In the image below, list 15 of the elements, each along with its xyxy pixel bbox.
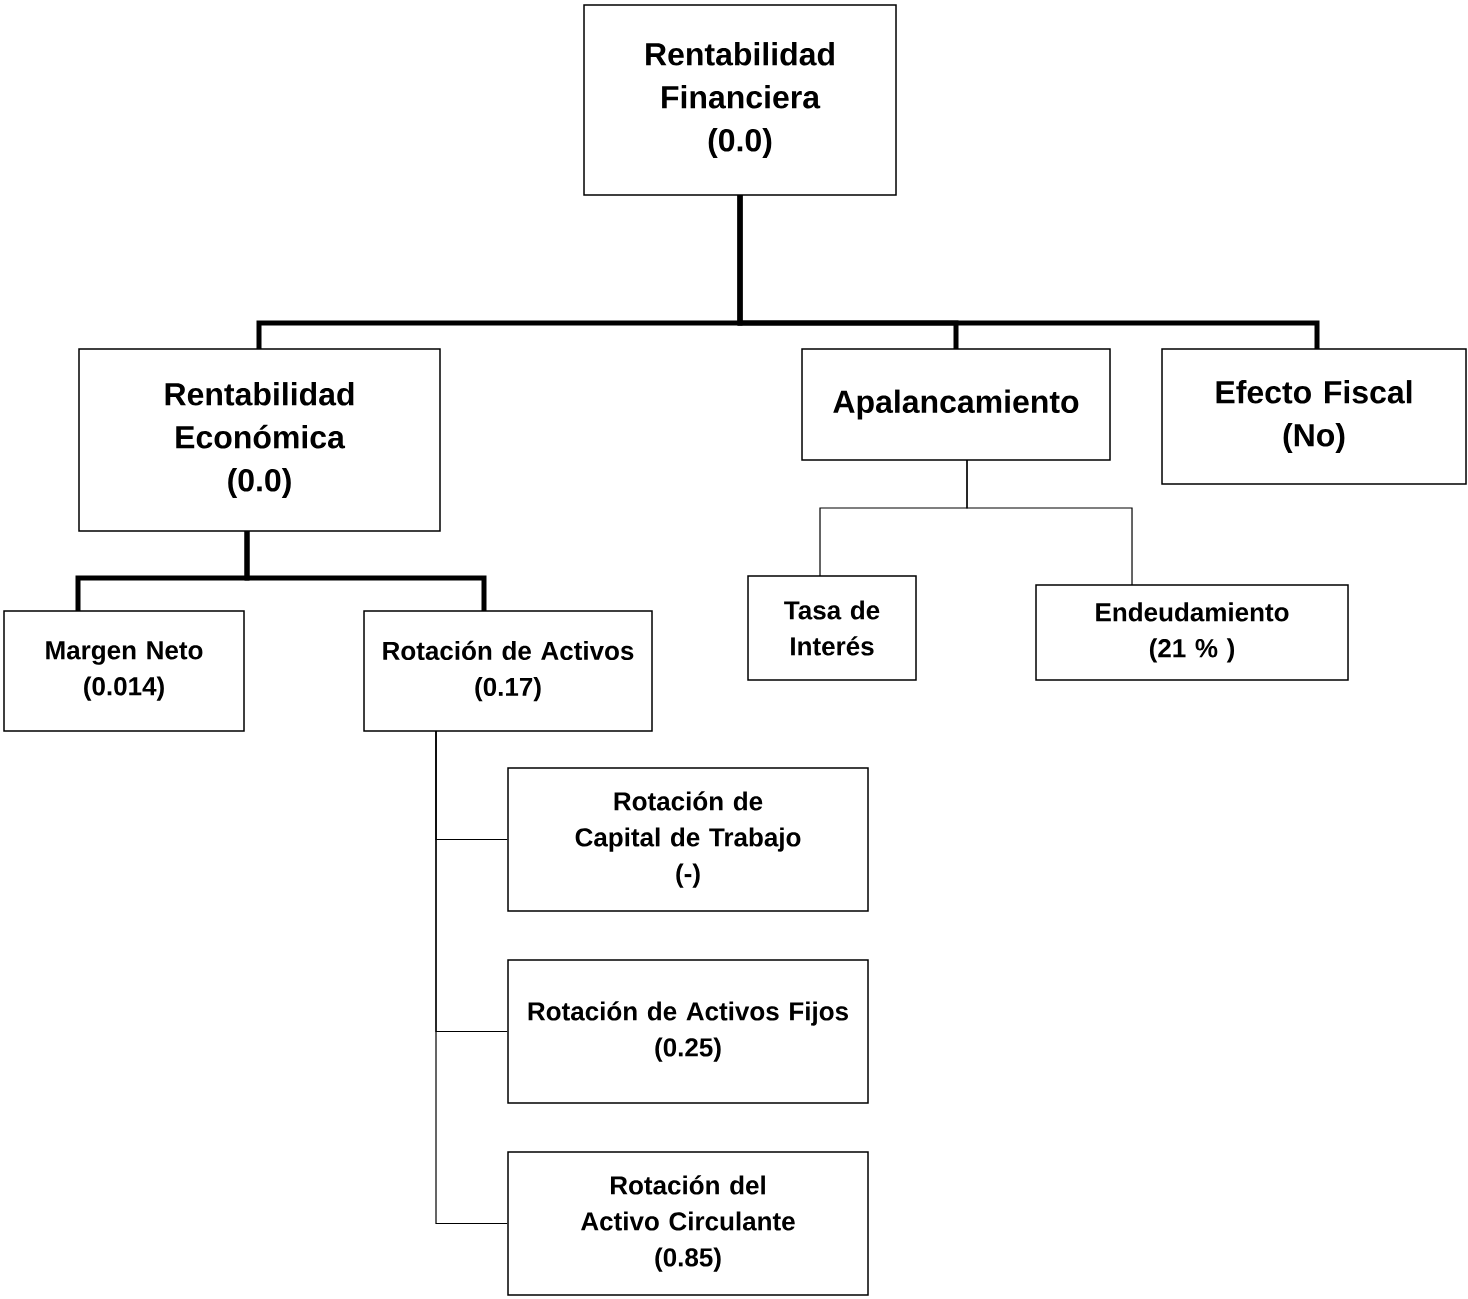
box: Efecto Fiscal (No) — [1161, 348, 1467, 485]
box: Rotación de Capital de Trabajo (-) — [507, 767, 869, 912]
box: Rentabilidad Económica (0.0) — [78, 348, 441, 532]
box: Margen Neto (0.014) — [3, 610, 245, 732]
connector-line — [435, 730, 508, 1225]
box: Rotación del Activo Circulante (0.85) — [507, 1151, 869, 1296]
box: Apalancamiento — [801, 348, 1111, 461]
box: Tasa de Interés — [747, 575, 917, 681]
box: Endeudamiento (21 % ) — [1035, 584, 1349, 681]
box: Rentabilidad Financiera (0.0) — [583, 4, 897, 196]
box: Rotación de Activos Fijos (0.25) — [507, 959, 869, 1104]
box: Rotación de Activos (0.17) — [363, 610, 653, 732]
connector-line — [244, 531, 487, 611]
connector-line — [966, 459, 1133, 586]
connector-line — [737, 195, 1320, 349]
